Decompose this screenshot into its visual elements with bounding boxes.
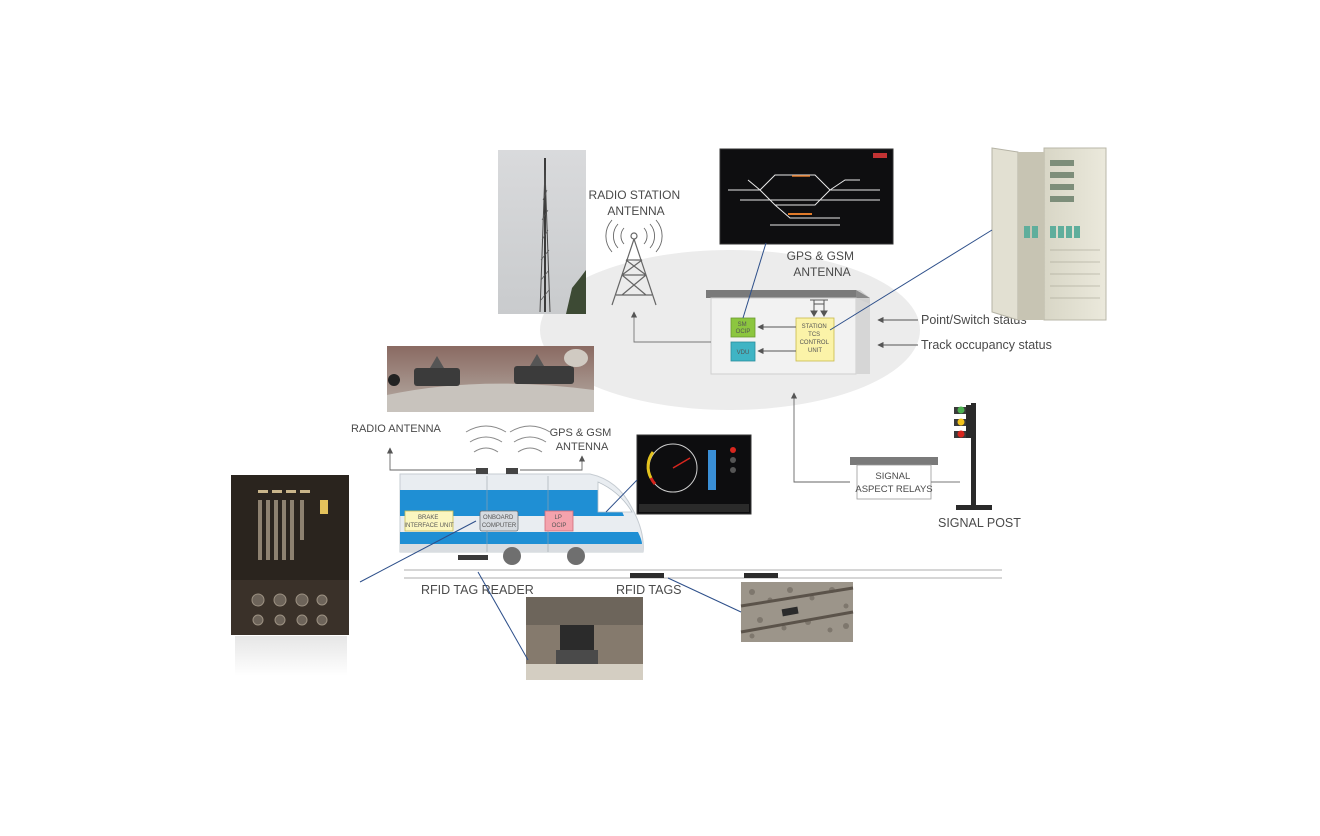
radio-mast-icon bbox=[605, 219, 663, 306]
signal-red-lamp bbox=[957, 430, 965, 438]
vdu-screen-to-sm-line bbox=[742, 242, 767, 319]
rfid-tag-2 bbox=[744, 573, 778, 578]
track-occupancy-status-label: Track occupancy status bbox=[921, 338, 1052, 352]
signal-post bbox=[954, 403, 992, 510]
radio-station-antenna-label: RADIO STATION ANTENNA bbox=[589, 188, 684, 218]
vdu-unit: VDU bbox=[730, 341, 756, 362]
control-unit-label: STATION TCS CONTROL UNIT bbox=[800, 324, 831, 354]
onboard-computer-label: ONBOARD COMPUTER bbox=[482, 515, 517, 529]
sm-ocip-unit: SM OCIP bbox=[730, 317, 756, 338]
station-vdu-screen-photo bbox=[719, 148, 894, 245]
lp-ocip-label: LP OCIP bbox=[552, 515, 567, 529]
signal-post-label: SIGNAL POST bbox=[938, 516, 1021, 530]
station-tcs-control-unit: STATION TCS CONTROL UNIT bbox=[795, 317, 835, 362]
lp-ocip-screen-line bbox=[605, 479, 638, 513]
cabinet-to-control-line bbox=[829, 229, 993, 331]
rfid-tag-reader-label: RFID TAG READER bbox=[421, 583, 534, 597]
brake-interface-unit: BRAKE INTERFACE UNIT bbox=[404, 510, 454, 532]
rfid-tag-1 bbox=[630, 573, 664, 578]
signal-yellow-lamp bbox=[957, 418, 965, 426]
relay-cabinet-photo bbox=[991, 147, 1107, 321]
rfid-tag-ballast-photo bbox=[740, 582, 854, 642]
onboard-computer-unit: ONBOARD COMPUTER bbox=[479, 510, 519, 532]
station-antenna-stub bbox=[810, 299, 828, 317]
rfid-tags-link-line bbox=[667, 577, 742, 613]
relays-to-station-arrow bbox=[790, 392, 850, 483]
signal-green-lamp bbox=[957, 406, 965, 414]
onboard-computer-link-line bbox=[359, 520, 477, 583]
station-to-radio-arrow bbox=[630, 311, 711, 343]
radio-tower-photo bbox=[498, 150, 586, 314]
rfid-tags-label: RFID TAGS bbox=[616, 583, 682, 597]
track bbox=[404, 569, 1002, 579]
brake-interface-label: BRAKE INTERFACE UNIT bbox=[404, 515, 454, 529]
radio-antenna-label: RADIO ANTENNA bbox=[351, 423, 442, 435]
loco-gps-gsm-antenna-label: GPS & GSM ANTENNA bbox=[550, 427, 615, 453]
onboard-computer-photo bbox=[231, 475, 349, 676]
station-gps-gsm-antenna-label: GPS & GSM ANTENNA bbox=[787, 249, 858, 279]
signal-aspect-relays: SIGNAL ASPECT RELAYS bbox=[850, 457, 938, 500]
signal-aspect-relays-label: SIGNAL ASPECT RELAYS bbox=[855, 471, 932, 495]
rfid-reader-link-line bbox=[477, 571, 529, 661]
station-tcs-box bbox=[706, 290, 870, 375]
loco-roof-photo bbox=[387, 346, 594, 412]
loco-to-radio-antenna-arrow bbox=[386, 447, 478, 471]
point-switch-status-label: Point/Switch status bbox=[921, 313, 1027, 327]
rfid-reader-photo bbox=[526, 597, 643, 680]
locomotive bbox=[399, 468, 644, 565]
sm-ocip-label: SM OCIP bbox=[736, 322, 751, 335]
loco-to-gps-antenna-arrow bbox=[520, 455, 586, 471]
vdu-label: VDU bbox=[737, 350, 750, 356]
lp-ocip-screen-photo bbox=[636, 434, 752, 515]
loco-antenna-waves bbox=[465, 425, 551, 453]
lp-ocip-unit: LP OCIP bbox=[544, 510, 574, 532]
